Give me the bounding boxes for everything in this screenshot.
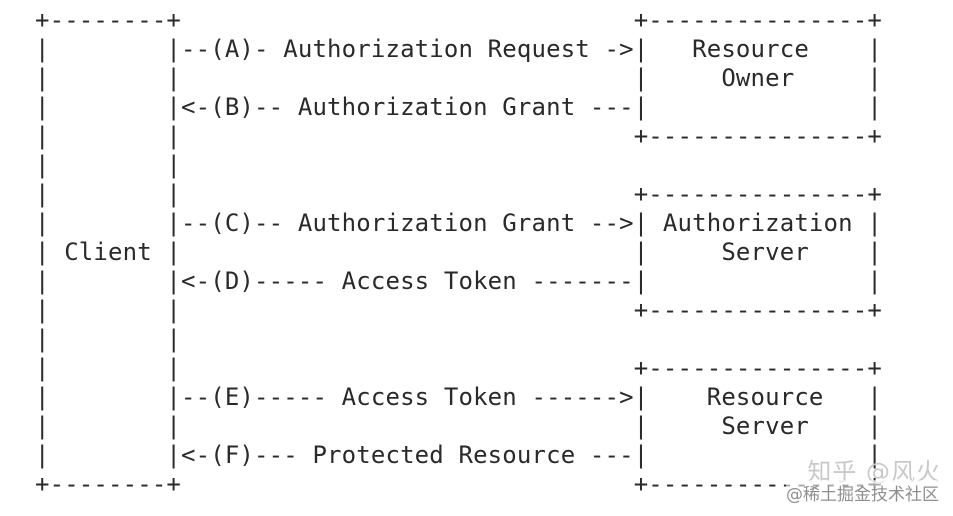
diagram-line-5: | | +---------------+ [35, 122, 882, 150]
diagram-line-1: +--------+ +---------------+ [35, 6, 882, 34]
diagram-line-8: | |--(C)-- Authorization Grant -->| Auth… [35, 209, 882, 237]
diagram-line-15: | | | Server | [35, 412, 882, 440]
juejin-watermark: @稀土掘金技术社区 [786, 480, 939, 505]
diagram-line-17: +--------+ +---------------+ [35, 470, 882, 498]
diagram-line-10: | |<-(D)----- Access Token -------| | [35, 267, 882, 295]
diagram-line-2: | |--(A)- Authorization Request ->| Reso… [35, 35, 882, 63]
diagram-line-7: | | +---------------+ [35, 180, 882, 208]
diagram-line-3: | | | Owner | [35, 64, 882, 92]
diagram-line-4: | |<-(B)-- Authorization Grant ---| | [35, 93, 882, 121]
diagram-line-9: | Client | | Server | [35, 238, 882, 266]
diagram-line-16: | |<-(F)--- Protected Resource ---| | [35, 441, 882, 469]
diagram-line-11: | | +---------------+ [35, 296, 882, 324]
diagram-line-13: | | +---------------+ [35, 354, 882, 382]
diagram-line-6: | | [35, 151, 181, 179]
diagram-line-12: | | [35, 325, 181, 353]
diagram-line-14: | |--(E)----- Access Token ------>| Reso… [35, 383, 882, 411]
